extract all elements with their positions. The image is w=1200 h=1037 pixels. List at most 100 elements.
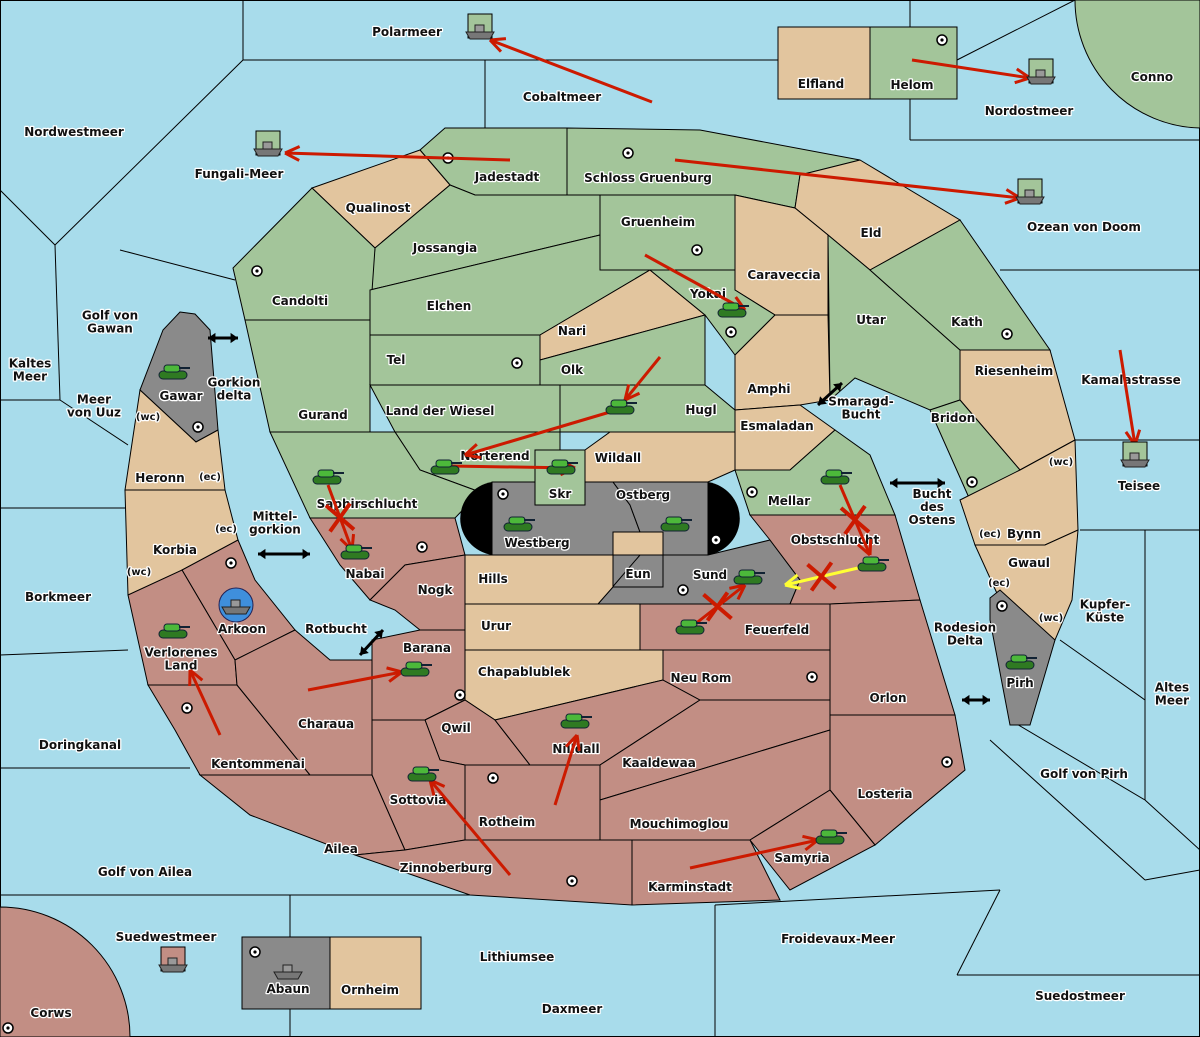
province-label-arkoon: Arkoon <box>218 622 266 636</box>
sea-border <box>119 249 236 281</box>
army-unit-yokai[interactable] <box>717 302 749 318</box>
fleet-unit-ozean-von-doom[interactable] <box>1015 178 1045 205</box>
fleet-unit-arkoon[interactable] <box>218 587 254 623</box>
province-label-ostberg: Ostberg <box>616 488 670 502</box>
label-line: Golf von <box>82 309 138 323</box>
army-unit-nabai[interactable] <box>340 544 372 560</box>
order-arrow-charaua <box>307 670 403 692</box>
passage-arrowhead <box>258 548 266 560</box>
army-unit-pirh[interactable] <box>1005 654 1037 670</box>
coast-label: (wc) <box>1039 613 1063 624</box>
province-label-obstschlucht: Obstschlucht <box>791 533 880 547</box>
supply-center-dot <box>1005 332 1009 336</box>
sea-label-nordwestmeer: Nordwestmeer <box>24 125 124 139</box>
sea-label-froidevaux-meer: Froidevaux-Meer <box>781 932 895 946</box>
supply-center-dot <box>945 760 949 764</box>
ship-icon <box>158 964 188 973</box>
army-unit-westberg[interactable] <box>503 516 535 532</box>
army-unit-skr[interactable] <box>546 459 578 475</box>
label-line: Gawan <box>87 322 133 336</box>
province-label-nari: Nari <box>558 324 586 338</box>
order-arrow-feuerfeld-head <box>729 583 746 590</box>
tank-turret <box>163 623 181 632</box>
coast-label: (wc) <box>127 567 151 578</box>
army-unit-obstschlucht[interactable] <box>857 556 889 572</box>
sea-label-rotbucht: Rotbucht <box>305 622 367 636</box>
fleet-unit-teisee[interactable] <box>1120 441 1150 468</box>
province-helom[interactable] <box>869 26 958 100</box>
label-line: Meer <box>1155 694 1189 708</box>
province-label-yokai: Yokai <box>689 287 726 301</box>
province-heronn[interactable] <box>124 388 226 491</box>
tank-turret <box>820 829 838 838</box>
passage-arrowhead <box>374 630 383 639</box>
sea-border <box>956 889 1001 976</box>
province-losteria[interactable] <box>829 714 966 846</box>
ship-icon <box>221 606 251 615</box>
province-label-gruenheim: Gruenheim <box>621 215 695 229</box>
order-arrow-charaua-head <box>388 670 403 683</box>
supply-center-dot <box>515 361 519 365</box>
army-unit-barana[interactable] <box>400 661 432 677</box>
orders-layer <box>188 37 1142 876</box>
order-arrow-helom-head <box>1015 67 1031 80</box>
army-unit-sund[interactable] <box>733 569 765 585</box>
province-label-conno: Conno <box>1131 70 1173 84</box>
label-line: Gorkion <box>208 376 261 390</box>
province-label-elchen: Elchen <box>427 299 472 313</box>
tank-turret <box>405 661 423 670</box>
province-ornheim[interactable] <box>329 936 422 1010</box>
ship-icon <box>1015 196 1045 205</box>
sea-label-ozean-von-doom: Ozean von Doom <box>1027 220 1141 234</box>
army-unit-norterend[interactable] <box>430 459 462 475</box>
province-label-nilldall: Nilldall <box>552 742 599 756</box>
province-label-kath: Kath <box>951 315 983 329</box>
failed-order-cross-icon <box>705 591 730 622</box>
army-unit-mellar[interactable] <box>820 469 852 485</box>
order-arrow-rotheim-head <box>575 734 581 752</box>
province-conno[interactable] <box>1074 0 1200 129</box>
province-label-kentommenai: Kentommenai <box>211 757 305 771</box>
province-label-elfland: Elfland <box>798 77 844 91</box>
army-unit-ostberg[interactable] <box>660 516 692 532</box>
army-unit-sottovia[interactable] <box>407 766 439 782</box>
province-label-caraveccia: Caraveccia <box>747 268 820 282</box>
supply-center-dot <box>255 269 259 273</box>
province-corws[interactable] <box>0 906 131 1037</box>
army-unit-hugl[interactable] <box>605 399 637 415</box>
order-arrow-cobaltmeer <box>489 38 653 104</box>
fleet-unit-nordostmeer[interactable] <box>1026 58 1056 85</box>
province-label-mouchimoglou: Mouchimoglou <box>630 817 729 831</box>
passage-arrowhead <box>818 396 827 405</box>
fleet-unit-suedwestmeer[interactable] <box>158 946 188 973</box>
passage-arrowhead <box>302 548 310 560</box>
fleet-unit-abaun[interactable] <box>273 964 303 980</box>
army-unit-verlorenes-land[interactable] <box>158 623 190 639</box>
ship-icon <box>1120 459 1150 468</box>
province-label-bynn: Bynn <box>1007 527 1041 541</box>
passage-arrowhead <box>962 694 970 706</box>
army-unit-saphirschlucht[interactable] <box>312 469 344 485</box>
label-line: gorkion <box>249 523 301 537</box>
province-label-nabai: Nabai <box>346 567 385 581</box>
army-unit-nilldall[interactable] <box>560 713 592 729</box>
failed-order-cross-icon <box>809 561 834 592</box>
order-arrow-obstschlucht-head <box>784 573 799 587</box>
fleet-unit-fungali-meer[interactable] <box>253 130 283 157</box>
province-label-losteria: Losteria <box>857 787 912 801</box>
label-line: Meer <box>13 370 47 384</box>
sea-label-fungali-meer: Fungali-Meer <box>195 167 284 181</box>
province-label-eld: Eld <box>861 226 882 240</box>
army-unit-samyria[interactable] <box>815 829 847 845</box>
province-label-bridon: Bridon <box>931 411 976 425</box>
fleet-unit-polarmeer[interactable] <box>465 13 495 40</box>
army-unit-feuerfeld[interactable] <box>675 619 707 635</box>
province-gruenheim[interactable] <box>599 194 736 271</box>
province-label-helom: Helom <box>890 78 933 92</box>
province-label-saphirschlucht: Saphirschlucht <box>317 497 418 511</box>
failed-order-cross-icon <box>328 502 352 533</box>
army-unit-gawar[interactable] <box>158 364 190 380</box>
label-line: Verlorenes <box>145 646 218 660</box>
